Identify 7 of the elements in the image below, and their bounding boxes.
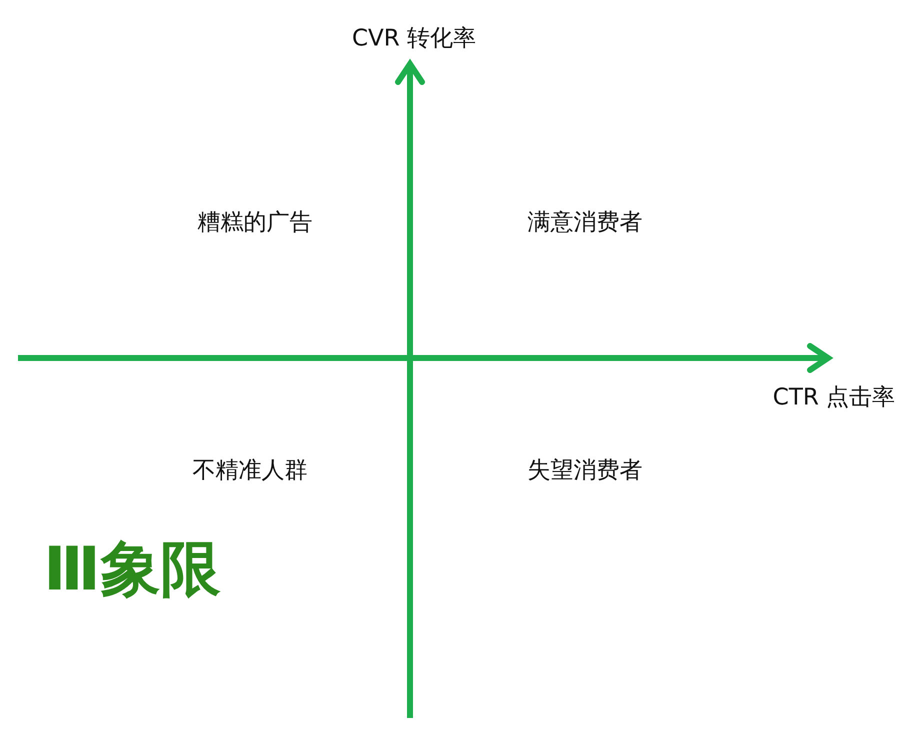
quadrant-label: 满意消费者	[528, 208, 642, 238]
axis-label: CVR 转化率	[352, 24, 476, 54]
quadrant-label: 不精准人群	[192, 456, 308, 486]
quadrant-heading: Ⅲ象限	[44, 534, 220, 606]
quadrant-label: 糟糕的广告	[198, 208, 312, 238]
axis-label: CTR 点击率	[772, 384, 896, 412]
quadrant-label: 失望消费者	[528, 456, 642, 486]
